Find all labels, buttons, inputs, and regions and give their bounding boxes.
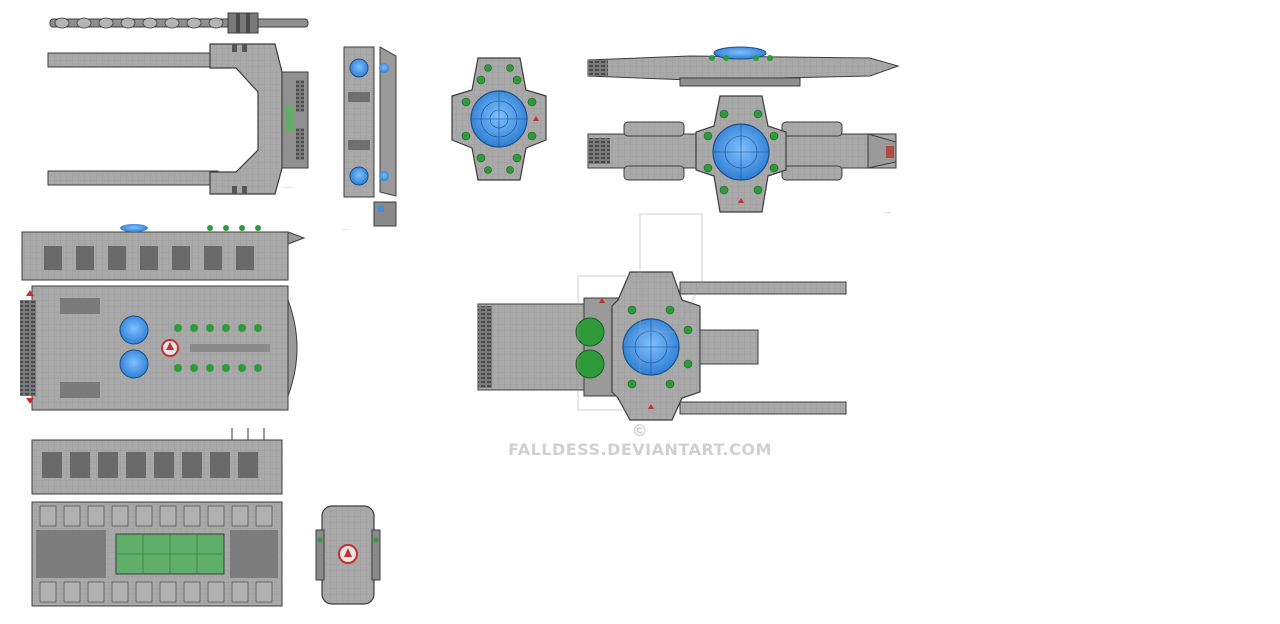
module-side-view: ...... <box>342 46 397 231</box>
watermark-logo-shape <box>577 213 703 411</box>
emblem-icon <box>161 339 179 357</box>
shuttle-top-view <box>315 505 381 605</box>
cruiser-side-view <box>587 46 900 87</box>
dock-profile-view <box>49 12 309 34</box>
hub-module-top-view <box>451 57 547 181</box>
dock-top-view: ......... <box>47 43 309 195</box>
combined-station-top-view <box>477 271 847 421</box>
svg-text:.........: ......... <box>284 185 293 189</box>
signature-tag: ..... <box>884 209 890 214</box>
svg-text:......: ...... <box>342 227 348 231</box>
freighter-side-view <box>31 428 283 495</box>
carrier-side-view <box>21 224 306 281</box>
cruiser-top-view <box>587 95 897 213</box>
carrier-top-view <box>20 285 298 411</box>
freighter-top-view <box>31 501 283 607</box>
watermark-text: © FALLDESS.DEVIANTART.COM <box>508 421 772 459</box>
